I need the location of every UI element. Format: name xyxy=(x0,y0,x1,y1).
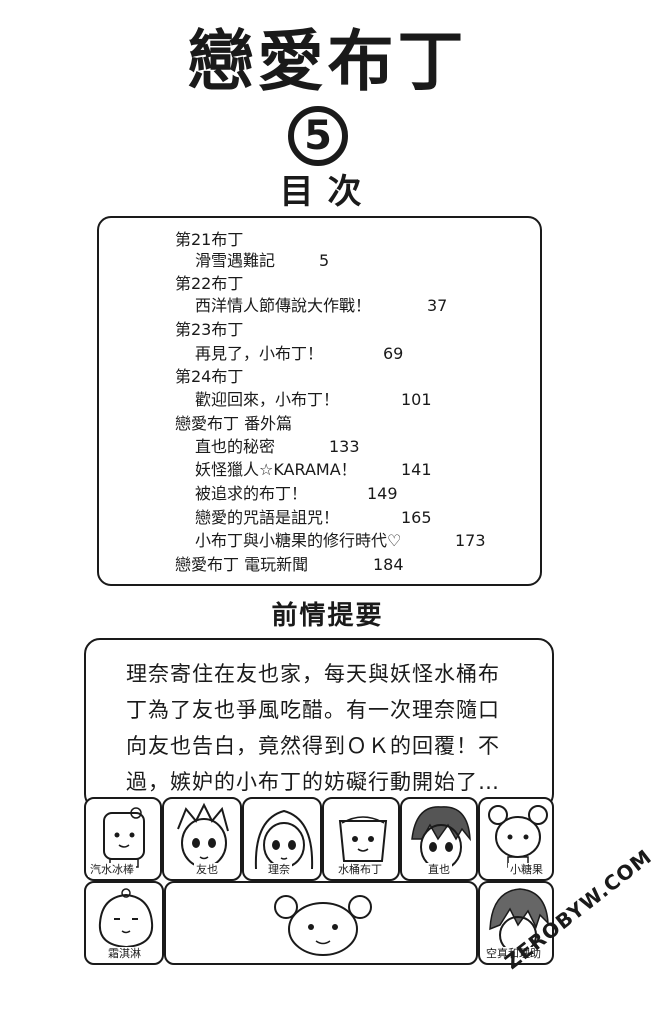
toc-chapter: 第22布丁 xyxy=(175,274,244,293)
character-panel-naoya: 直也 xyxy=(400,797,478,881)
summary-line: 過，嫉妒的小布丁的妨礙行動開始了… xyxy=(126,770,500,794)
summary-heading: 前情提要 xyxy=(271,601,384,631)
toc-title: 西洋情人節傳說大作戰！ xyxy=(195,296,372,315)
toc-page-number: 101 xyxy=(401,390,432,409)
soda-popsicle-drawing xyxy=(103,807,145,868)
toc-chapter: 第24布丁 xyxy=(175,367,244,386)
toc-chapter: 戀愛布丁 番外篇 xyxy=(175,414,293,433)
summary-line: 向友也告白，竟然得到ＯＫ的回覆！不 xyxy=(126,734,500,758)
toc-title: 妖怪獵人☆KARAMA！ xyxy=(195,460,357,479)
toc-page-number: 37 xyxy=(427,296,448,315)
character-name: 霜淇淋 xyxy=(106,947,143,961)
rina-drawing xyxy=(254,809,314,870)
character-name: 水桶布丁 xyxy=(336,863,384,877)
toc-title: 戀愛的咒語是詛咒！ xyxy=(195,508,340,527)
toc-page-number: 133 xyxy=(329,437,360,456)
toc-title: 直也的秘密 xyxy=(195,437,276,456)
toc-title: 滑雪遇難記 xyxy=(195,251,276,270)
toc-title: 歡迎回來，小布丁！ xyxy=(195,390,340,409)
character-panel-soft-serve: 霜淇淋 xyxy=(84,881,164,965)
character-panel-tomoya: 友也 xyxy=(162,797,242,881)
candy-drawing xyxy=(488,805,548,868)
naoya-drawing xyxy=(411,806,471,870)
summary-line: 理奈寄住在友也家，每天與妖怪水桶布 xyxy=(126,662,500,686)
toc-page-number: 69 xyxy=(383,344,404,363)
character-panel-bucket-pudding: 水桶布丁 xyxy=(322,797,400,881)
toc-chapter: 第23布丁 xyxy=(175,320,244,339)
character-name: 直也 xyxy=(426,863,452,877)
toc-page-number: 173 xyxy=(455,531,486,550)
character-name: 友也 xyxy=(194,863,220,877)
character-panel-rina: 理奈 xyxy=(242,797,322,881)
character-panel-candy: 小糖果 xyxy=(478,797,554,881)
summary-line: 丁為了友也爭風吃醋。有一次理奈隨口 xyxy=(126,698,500,722)
toc-box: 第21布丁 滑雪遇難記 5 第22布丁 西洋情人節傳說大作戰！ 37 第23布丁… xyxy=(97,216,542,586)
character-panel-soda-popsicle: 汽水冰棒 xyxy=(84,797,162,881)
character-panel-center xyxy=(164,881,478,965)
character-panel-kuma-and-risuke: 空真和理助 xyxy=(478,881,554,965)
book-title: 戀愛布丁 xyxy=(187,23,468,100)
soft-serve-drawing xyxy=(98,888,154,949)
toc-chapter: 第21布丁 xyxy=(175,230,244,249)
character-name: 小糖果 xyxy=(508,863,545,877)
toc-page-number: 165 xyxy=(401,508,432,527)
toc-page-number: 149 xyxy=(367,484,398,503)
toc-title: 小布丁與小糖果的修行時代♡ xyxy=(195,531,402,550)
toc-page-number: 184 xyxy=(373,555,404,574)
summary-box: 理奈寄住在友也家，每天與妖怪水桶布 丁為了友也爭風吃醋。有一次理奈隨口 向友也告… xyxy=(84,638,554,810)
tomoya-drawing xyxy=(177,802,229,868)
volume-number: 5 xyxy=(288,106,348,166)
toc-heading: 目次 xyxy=(279,172,376,212)
character-name: 汽水冰棒 xyxy=(88,863,136,877)
character-name: 理奈 xyxy=(266,863,292,877)
toc-title: 被追求的布丁！ xyxy=(195,484,308,503)
toc-page-number: 5 xyxy=(319,251,330,270)
toc-page-number: 141 xyxy=(401,460,432,479)
toc-title: 再見了，小布丁！ xyxy=(195,344,324,363)
toc-chapter: 戀愛布丁 電玩新聞 xyxy=(175,555,309,574)
character-name: 空真和理助 xyxy=(484,947,543,961)
pudding-group-drawing xyxy=(274,895,372,956)
bucket-pudding-drawing xyxy=(338,816,388,862)
